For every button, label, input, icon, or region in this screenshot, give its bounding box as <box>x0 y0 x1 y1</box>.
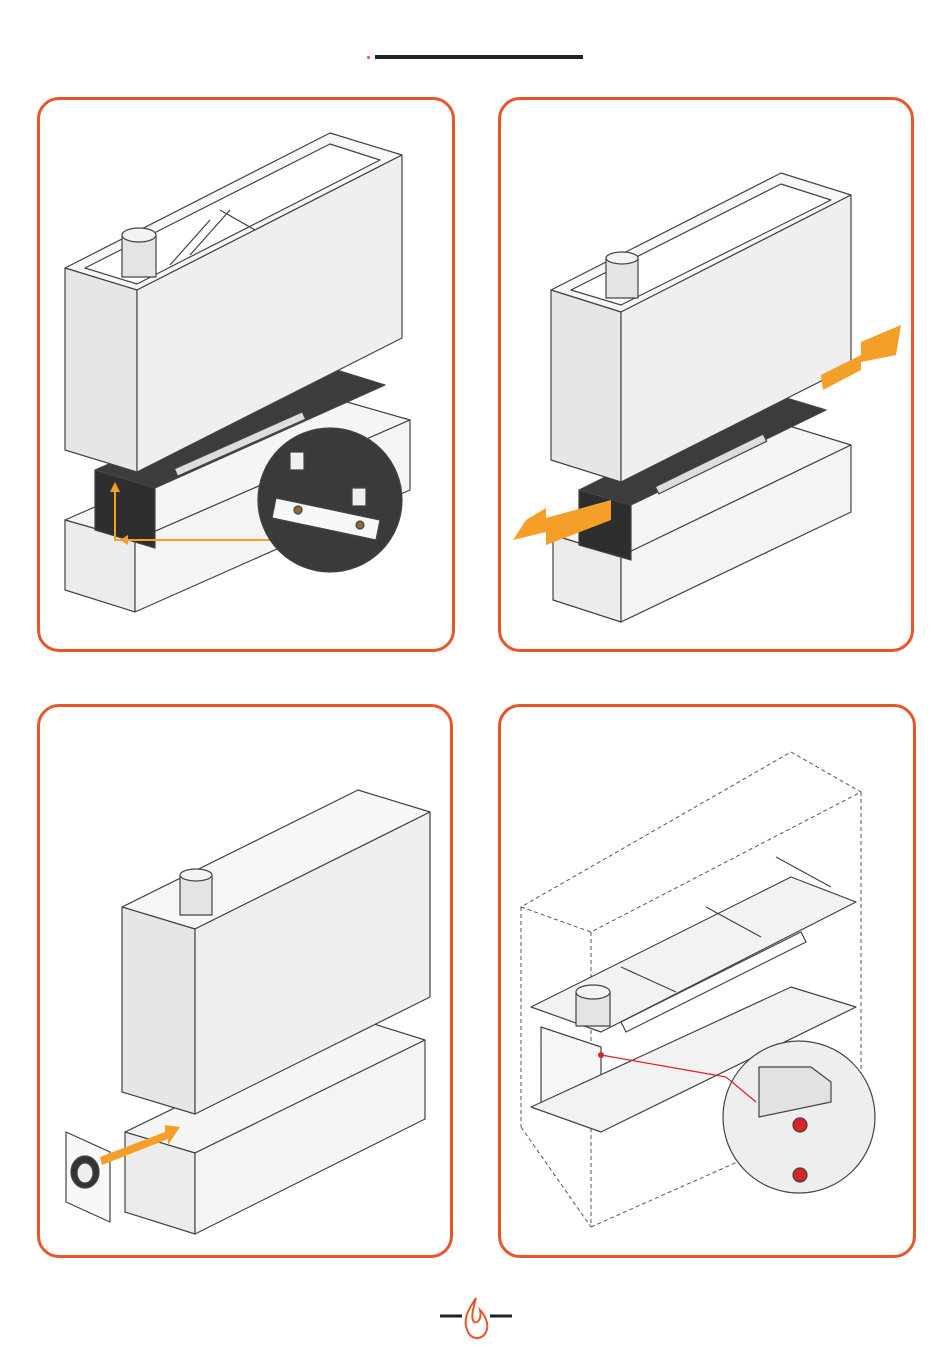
step-4-panel <box>498 704 916 1258</box>
header-rule <box>367 55 583 59</box>
fireplace-connect-icon <box>40 707 453 1258</box>
header-line <box>375 55 583 59</box>
step-1-panel <box>37 97 455 652</box>
step-2-panel <box>498 97 914 652</box>
flame-logo-icon <box>440 1296 512 1346</box>
fireplace-lift-off-icon <box>40 100 455 652</box>
step-3-panel <box>37 704 453 1258</box>
header-dot <box>367 56 370 59</box>
fireplace-slide-icon <box>501 100 914 652</box>
crate-unpack-icon <box>501 707 916 1258</box>
